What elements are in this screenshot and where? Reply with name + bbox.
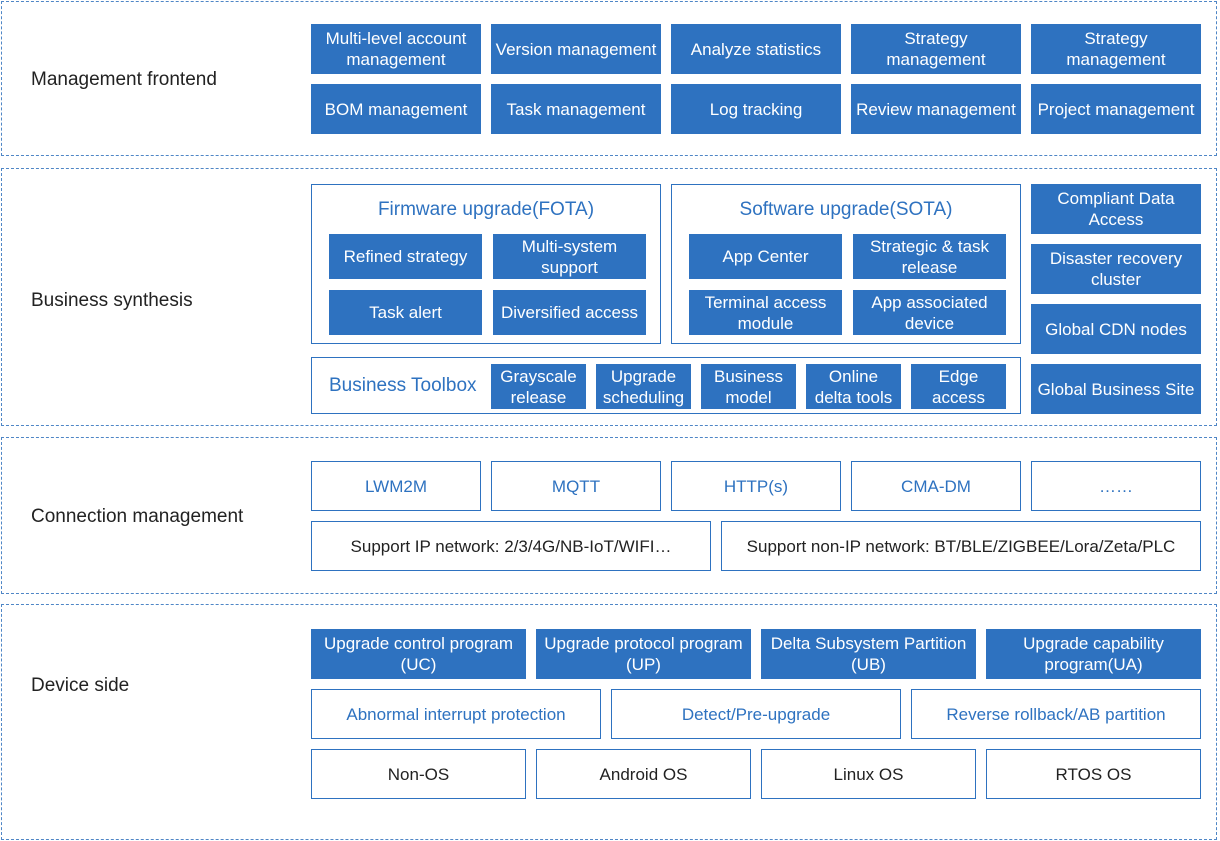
program-item: Upgrade control program (UC) [311,629,526,679]
toolbox-item: Online delta tools [806,364,901,409]
sota-item: Strategic & task release [853,234,1006,279]
fota-item: Multi-system support [493,234,646,279]
protocol-item: LWM2M [311,461,481,511]
layer-title: Management frontend [31,69,217,90]
layer-business-synthesis: Business synthesis [1,168,1217,426]
side-item: Global CDN nodes [1031,304,1201,354]
fota-item: Refined strategy [329,234,482,279]
fota-item: Task alert [329,290,482,335]
feature-item: Detect/Pre-upgrade [611,689,901,739]
toolbox-title: Business Toolbox [329,375,477,396]
protocol-item: CMA-DM [851,461,1021,511]
layer-title: Connection management [31,506,244,527]
fota-title: Firmware upgrade(FOTA) [377,199,595,220]
toolbox-item: Upgrade scheduling [596,364,691,409]
mgmt-item: Strategy management [851,24,1021,74]
sota-item: App Center [689,234,842,279]
layer-connection-management: Connection management [1,437,1217,594]
mgmt-item: Multi-level account management [311,24,481,74]
sota-title: Software upgrade(SOTA) [739,199,953,220]
mgmt-item: Project management [1031,84,1201,134]
layer-device-side: Device side [1,604,1217,840]
os-item: Non-OS [311,749,526,799]
layer-title: Business synthesis [31,290,193,311]
layer-title: Device side [31,675,130,696]
mgmt-item: Log tracking [671,84,841,134]
program-item: Upgrade protocol program (UP) [536,629,751,679]
os-item: Linux OS [761,749,976,799]
sota-item: Terminal access module [689,290,842,335]
program-item: Upgrade capability program(UA) [986,629,1201,679]
feature-item: Abnormal interrupt protection [311,689,601,739]
protocol-item: MQTT [491,461,661,511]
os-item: RTOS OS [986,749,1201,799]
mgmt-item: Task management [491,84,661,134]
toolbox-item: Business model [701,364,796,409]
mgmt-item: BOM management [311,84,481,134]
side-item: Compliant Data Access [1031,184,1201,234]
toolbox-item: Grayscale release [491,364,586,409]
network-item: Support IP network: 2/3/4G/NB-IoT/WIFI… [311,521,711,571]
mgmt-item: Strategy management [1031,24,1201,74]
protocol-item: …… [1031,461,1201,511]
feature-item: Reverse rollback/AB partition [911,689,1201,739]
mgmt-item: Analyze statistics [671,24,841,74]
layer-management-frontend: Management frontend [1,1,1217,156]
mgmt-item: Review management [851,84,1021,134]
network-item: Support non-IP network: BT/BLE/ZIGBEE/Lo… [721,521,1201,571]
fota-item: Diversified access [493,290,646,335]
program-item: Delta Subsystem Partition (UB) [761,629,976,679]
sota-item: App associated device [853,290,1006,335]
side-item: Global Business Site [1031,364,1201,414]
protocol-item: HTTP(s) [671,461,841,511]
os-item: Android OS [536,749,751,799]
toolbox-item: Edge access [911,364,1006,409]
mgmt-item: Version management [491,24,661,74]
side-item: Disaster recovery cluster [1031,244,1201,294]
